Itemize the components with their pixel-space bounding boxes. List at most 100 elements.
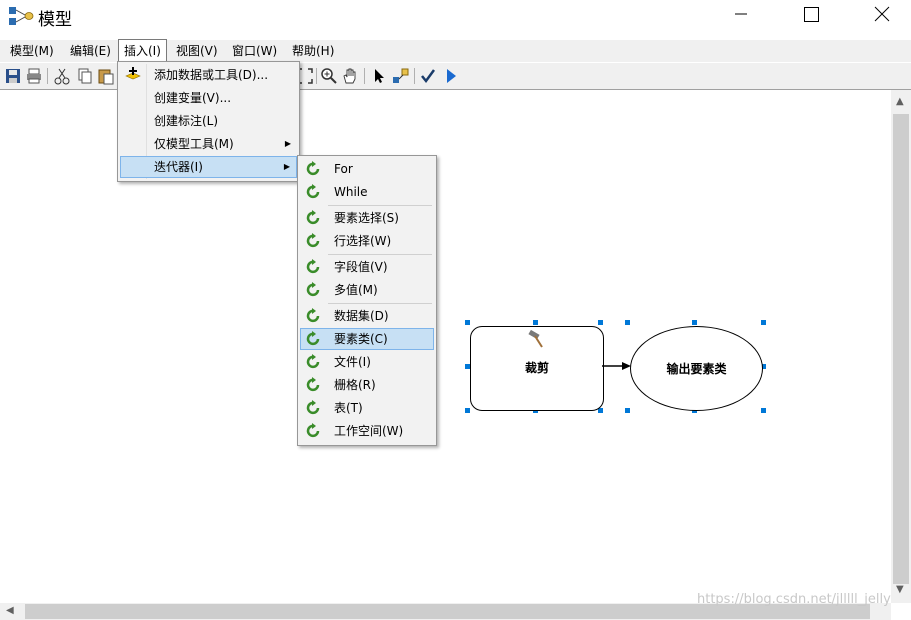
select-arrow-icon[interactable] [370,67,388,85]
selection-handle[interactable] [761,364,766,369]
watermark: https://blog.csdn.net/jlllll_jelly [697,592,891,607]
print-icon[interactable] [25,67,43,85]
tool-node-clip[interactable]: 裁剪 [470,326,604,411]
scroll-left-icon[interactable]: ◀ [6,605,14,616]
submenu-item-label: 要素选择(S) [334,211,399,225]
window-title: 模型 [38,10,72,30]
output-node-label: 输出要素类 [666,362,727,376]
submenu-item-feature-classes[interactable]: 要素类(C) [300,328,434,350]
connect-icon[interactable] [391,67,409,85]
submenu-item-rasters[interactable]: 栅格(R) [300,374,434,396]
menu-view[interactable]: 视图(V) [176,44,218,58]
paste-icon[interactable] [97,67,115,85]
selection-handle[interactable] [598,408,603,413]
submenu-item-label: 文件(I) [334,355,371,369]
output-node-feature-class[interactable]: 输出要素类 [630,326,763,411]
submenu-item-workspaces[interactable]: 工作空间(W) [300,420,434,442]
scroll-down-icon[interactable]: ▼ [896,584,904,595]
submenu-item-tables[interactable]: 表(T) [300,397,434,419]
menu-item-model-only-tools[interactable]: 仅模型工具(M) ▶ [120,133,297,155]
iterator-icon [306,354,320,369]
menu-model[interactable]: 模型(M) [10,44,54,58]
menu-insert[interactable]: 插入(I) [118,39,167,62]
submenu-item-datasets[interactable]: 数据集(D) [300,305,434,327]
menu-item-label: 迭代器(I) [154,160,203,174]
validate-check-icon[interactable] [419,67,437,85]
pan-hand-icon[interactable] [341,67,359,85]
selection-handle[interactable] [465,320,470,325]
submenu-item-label: 行选择(W) [334,234,392,248]
iterator-icon [306,331,320,346]
iterator-submenu: For While 要素选择(S) 行选择(W) 字段值(V) 多值(M) 数据… [297,155,437,446]
menu-item-label: 仅模型工具(M) [154,137,234,151]
toolbar-separator [47,68,48,84]
iterator-icon [306,259,320,274]
menu-bar: 模型(M) 编辑(E) 插入(I) 视图(V) 窗口(W) 帮助(H) [0,39,911,62]
submenu-item-files[interactable]: 文件(I) [300,351,434,373]
selection-handle[interactable] [625,320,630,325]
toolbar-separator [364,68,365,84]
selection-handle[interactable] [692,320,697,325]
submenu-item-label: 数据集(D) [334,309,389,323]
submenu-item-label: For [334,162,353,176]
iterator-icon [306,233,320,248]
iterator-icon [306,308,320,323]
selection-handle[interactable] [465,408,470,413]
menu-gutter [146,64,147,179]
submenu-item-label: 要素类(C) [334,332,388,346]
submenu-item-label: 表(T) [334,401,363,415]
iterator-icon [306,423,320,438]
submenu-item-field-value[interactable]: 字段值(V) [300,256,434,278]
submenu-item-while[interactable]: While [300,181,434,203]
horizontal-scroll-thumb[interactable] [25,604,870,619]
menu-item-create-label[interactable]: 创建标注(L) [120,110,297,132]
hammer-icon [528,329,543,348]
submenu-item-label: 工作空间(W) [334,424,404,438]
copy-icon[interactable] [76,67,94,85]
close-button[interactable] [859,0,905,32]
iterator-icon [306,210,320,225]
menu-item-iterators[interactable]: 迭代器(I) ▶ [120,156,297,178]
submenu-item-for[interactable]: For [300,158,434,180]
selection-handle[interactable] [533,320,538,325]
horizontal-scrollbar[interactable]: ◀ [0,603,891,620]
submenu-item-label: 字段值(V) [334,260,388,274]
menu-separator [328,205,432,206]
submenu-item-label: 栅格(R) [334,378,376,392]
menu-edit[interactable]: 编辑(E) [70,44,111,58]
menu-help[interactable]: 帮助(H) [292,44,335,58]
selection-handle[interactable] [625,408,630,413]
save-icon[interactable] [4,67,22,85]
menu-window[interactable]: 窗口(W) [232,44,278,58]
submenu-item-multivalue[interactable]: 多值(M) [300,279,434,301]
menu-separator [328,303,432,304]
selection-handle[interactable] [761,320,766,325]
submenu-arrow-icon: ▶ [283,162,290,171]
modelbuilder-icon [9,7,34,25]
insert-menu: 添加数据或工具(D)... 创建变量(V)... 创建标注(L) 仅模型工具(M… [117,61,300,182]
zoom-in-icon[interactable] [320,67,338,85]
minimize-icon [735,13,747,15]
selection-handle[interactable] [465,364,470,369]
iterator-icon [306,161,320,176]
submenu-item-label: 多值(M) [334,283,378,297]
maximize-icon [804,7,819,22]
selection-handle[interactable] [598,320,603,325]
minimize-button[interactable] [719,0,765,32]
submenu-item-row-selection[interactable]: 行选择(W) [300,230,434,252]
iterator-icon [306,282,320,297]
submenu-arrow-icon: ▶ [284,139,291,148]
submenu-item-feature-selection[interactable]: 要素选择(S) [300,207,434,229]
submenu-item-label: While [334,185,368,199]
scroll-up-icon[interactable]: ▲ [896,96,904,107]
maximize-button[interactable] [788,0,834,32]
menu-item-label: 添加数据或工具(D)... [154,68,269,82]
vertical-scrollbar[interactable]: ▲ ▼ [891,90,911,603]
menu-item-add-data-or-tool[interactable]: 添加数据或工具(D)... [120,64,297,86]
vertical-scroll-thumb[interactable] [893,114,909,584]
run-icon[interactable] [442,67,460,85]
iterator-icon [306,377,320,392]
selection-handle[interactable] [761,408,766,413]
menu-item-create-variable[interactable]: 创建变量(V)... [120,87,297,109]
cut-icon[interactable] [53,67,71,85]
